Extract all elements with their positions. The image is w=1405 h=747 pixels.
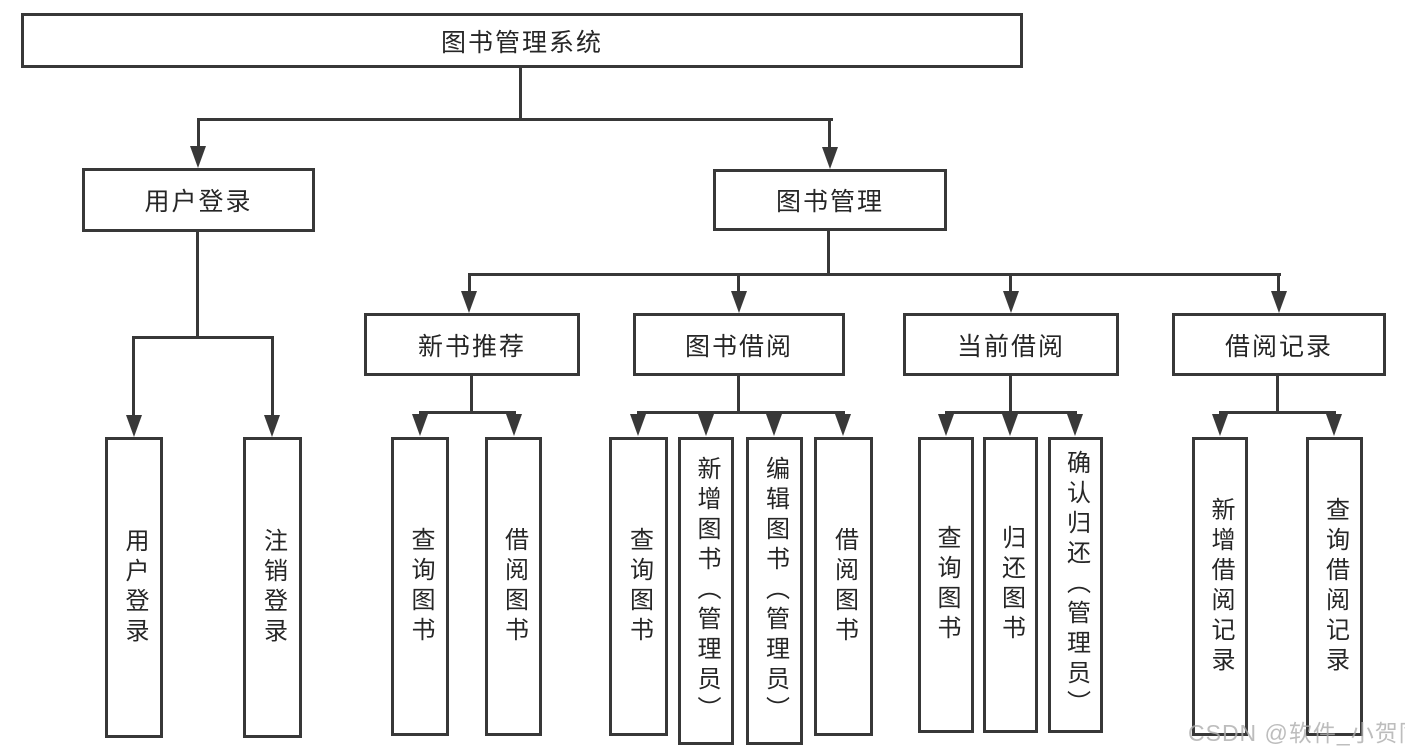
arrowhead-down-icon xyxy=(1002,414,1018,436)
node-library-management-system: 图书管理系统 xyxy=(21,13,1023,68)
leaf-edit-book-admin: 编辑图书（管理员） xyxy=(746,437,803,745)
node-borrow-records: 借阅记录 xyxy=(1172,313,1386,376)
connector-book-management-branch xyxy=(468,273,1281,276)
connector-user-login-branch xyxy=(132,336,274,339)
arrowhead-down-icon xyxy=(938,414,954,436)
leaf-query-books-recommend: 查询图书 xyxy=(391,437,449,736)
leaf-confirm-return-admin: 确认归还（管理员） xyxy=(1048,437,1103,733)
node-current-borrow: 当前借阅 xyxy=(903,313,1119,376)
connector-stub-borrow-records xyxy=(1277,276,1280,291)
arrowhead-down-icon xyxy=(1003,291,1019,313)
arrowhead-down-icon xyxy=(190,146,206,168)
arrowhead-down-icon xyxy=(698,414,714,436)
arrowhead-down-icon xyxy=(264,415,280,437)
node-new-book-recommend: 新书推荐 xyxy=(364,313,580,376)
leaf-return-book: 归还图书 xyxy=(983,437,1038,733)
leaf-logout: 注销登录 xyxy=(243,437,302,738)
connector-stub-user-login xyxy=(197,121,200,146)
connector-new-book-stem xyxy=(470,376,473,411)
connector-root-stem xyxy=(519,68,522,118)
connector-current-borrow-stem xyxy=(1009,376,1012,411)
leaf-user-login: 用户登录 xyxy=(105,437,163,738)
leaf-query-books-borrow: 查询图书 xyxy=(609,437,668,736)
arrowhead-down-icon xyxy=(630,414,646,436)
arrowhead-down-icon xyxy=(412,414,428,436)
arrowhead-down-icon xyxy=(766,414,782,436)
arrowhead-down-icon xyxy=(461,291,477,313)
node-user-login: 用户登录 xyxy=(82,168,315,232)
connector-stub-book-management xyxy=(828,121,831,147)
connector-new-book-branch xyxy=(419,411,516,414)
arrowhead-down-icon xyxy=(1326,414,1342,436)
arrowhead-down-icon xyxy=(1067,414,1083,436)
node-book-borrow: 图书借阅 xyxy=(633,313,845,376)
leaf-add-borrow-record: 新增借阅记录 xyxy=(1192,437,1248,736)
leaf-add-book-admin: 新增图书（管理员） xyxy=(678,437,734,745)
arrowhead-down-icon xyxy=(835,414,851,436)
connector-stub-leaf-login xyxy=(132,339,135,415)
arrowhead-down-icon xyxy=(1271,291,1287,313)
node-book-management: 图书管理 xyxy=(713,169,947,231)
connector-book-borrow-branch xyxy=(637,411,845,414)
connector-current-borrow-branch xyxy=(945,411,1077,414)
connector-book-borrow-stem xyxy=(737,376,740,411)
arrowhead-down-icon xyxy=(822,147,838,169)
arrowhead-down-icon xyxy=(126,415,142,437)
arrowhead-down-icon xyxy=(731,291,747,313)
leaf-borrow-books-recommend: 借阅图书 xyxy=(485,437,542,736)
leaf-query-books-current: 查询图书 xyxy=(918,437,974,733)
connector-borrow-records-stem xyxy=(1276,376,1279,411)
connector-stub-leaf-logout xyxy=(271,339,274,415)
arrowhead-down-icon xyxy=(506,414,522,436)
arrowhead-down-icon xyxy=(1212,414,1228,436)
leaf-borrow-books: 借阅图书 xyxy=(814,437,873,736)
connector-root-branch xyxy=(197,118,833,121)
connector-stub-new-book xyxy=(468,276,471,291)
connector-user-login-stem xyxy=(196,232,199,336)
connector-stub-book-borrow xyxy=(737,276,740,291)
connector-borrow-records-branch xyxy=(1219,411,1336,414)
connector-stub-current-borrow xyxy=(1009,276,1012,291)
connector-book-management-stem xyxy=(827,231,830,273)
leaf-query-borrow-record: 查询借阅记录 xyxy=(1306,437,1363,736)
csdn-watermark: CSDN @软件_小贺同学 xyxy=(1188,720,1405,746)
